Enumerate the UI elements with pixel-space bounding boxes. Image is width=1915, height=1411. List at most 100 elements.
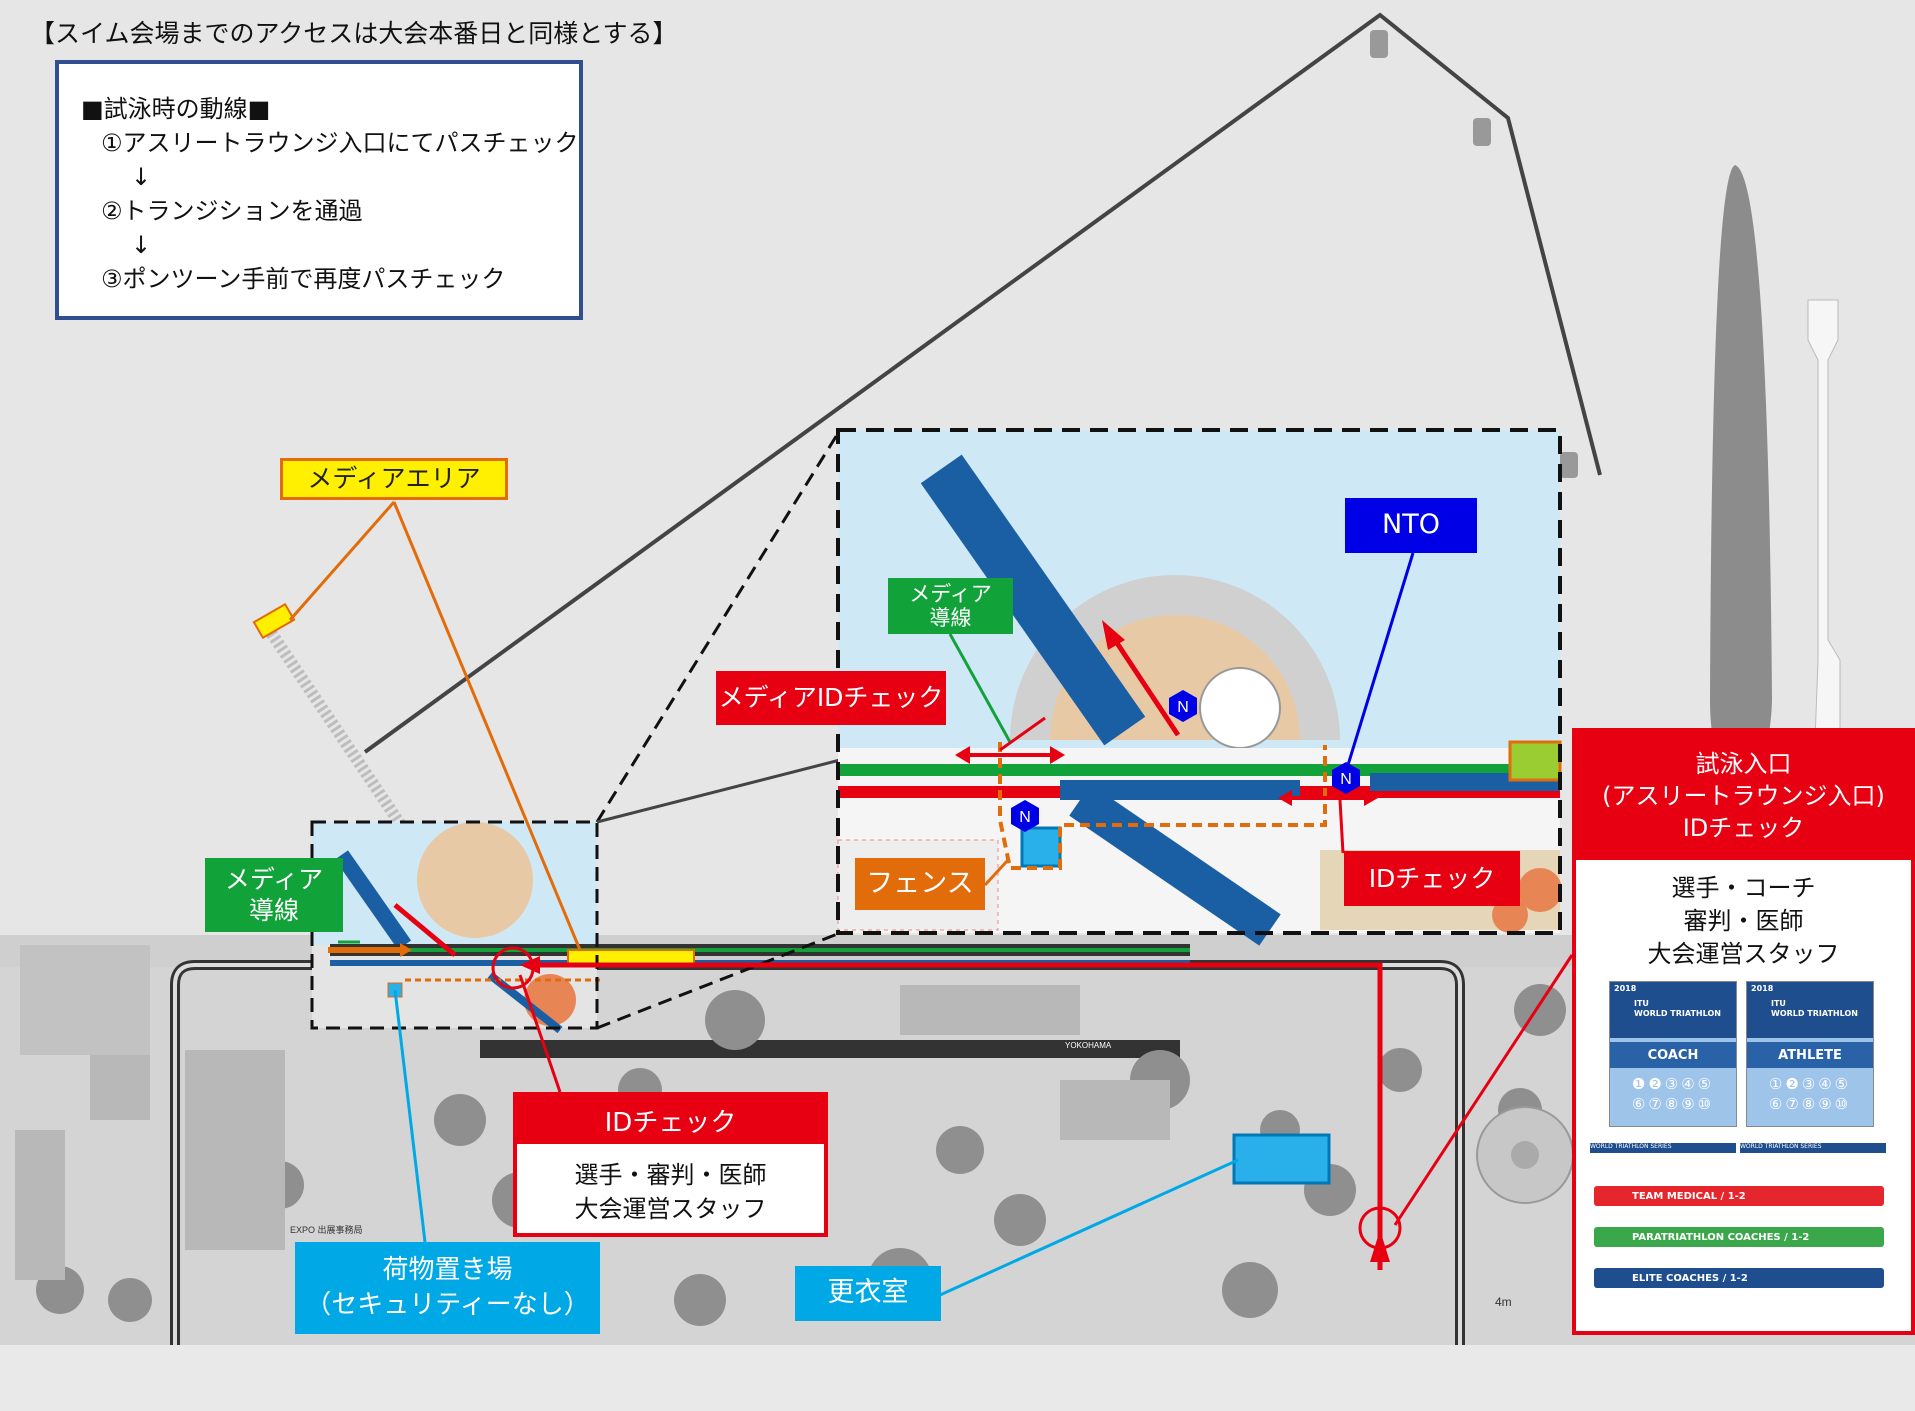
credential-series: ITU: [1634, 999, 1649, 1008]
pier-edge-line: [596, 758, 841, 824]
entry-arrow: [1112, 638, 1181, 737]
fence-label: フェンス: [855, 858, 985, 910]
building-block: [15, 985, 1170, 1280]
nto-marker-label: N: [1340, 771, 1352, 788]
leader-line: [948, 633, 1012, 743]
small-inset-frame: [310, 820, 599, 1030]
arrowhead-left: [1278, 790, 1292, 806]
nto-marker-label: N: [1019, 809, 1031, 826]
trial-swim-route-box: ■試泳時の動線■ ①アスリートラウンジ入口にてパスチェック ↓ ②トランジション…: [55, 60, 583, 320]
down-arrow-icon: ↓: [131, 231, 152, 259]
credential-year: 2018: [1751, 984, 1774, 993]
route-step-3: ③ポンツーン手前で再度パスチェック: [101, 265, 506, 293]
media-route-label-small: メディア 導線: [205, 858, 343, 932]
wristband-strip-text: WORLD TRIATHLON SERIES: [1590, 1143, 1736, 1153]
coach-access-numbers: ❶❷③④⑤ ⑥⑦⑧⑨⑩: [1631, 1075, 1715, 1113]
leader-line: [518, 974, 562, 1093]
leader-line: [999, 716, 1046, 752]
leader-line: [983, 858, 1010, 887]
fence-arrowhead: [400, 943, 412, 957]
arrowhead-right: [1050, 746, 1065, 764]
access-note: 【スイム会場までのアクセスは大会本番日と同様とする】: [30, 19, 678, 48]
nto-marker-hexagon: [1169, 690, 1197, 722]
arrowhead-left: [955, 746, 970, 764]
athlete-route-line: [393, 903, 457, 957]
down-arrow-icon: ↓: [131, 163, 152, 191]
athlete-access-numbers: ①❷③④⑤ ⑥⑦⑧⑨⑩: [1768, 1075, 1852, 1113]
pontoon-ramp: [920, 454, 1146, 746]
trial-entrance-check: IDチェック: [1682, 814, 1805, 842]
bollard: [1560, 452, 1578, 478]
baggage-marker-large: [1020, 826, 1062, 868]
dark-road: [480, 1040, 1180, 1058]
media-area-marker: [252, 602, 296, 640]
lower-ramp: [1069, 784, 1281, 946]
bollard: [1473, 118, 1491, 146]
route-box-title: ■試泳時の動線■: [81, 95, 271, 123]
leader-line: [392, 501, 582, 951]
bollard: [1370, 30, 1388, 58]
leader-line: [288, 501, 396, 621]
paratriathlon-coaches-wristband: PARATRIATHLON COACHES / 1-2: [1594, 1227, 1884, 1247]
baggage-area-label: 荷物置き場 （セキュリティーなし）: [295, 1242, 600, 1334]
leader-line: [939, 1158, 1239, 1297]
coach-role-label: COACH: [1610, 1042, 1736, 1068]
athlete-route-line: [525, 962, 1383, 1270]
nto-marker-label: N: [1177, 699, 1189, 716]
media-stand: [1508, 740, 1562, 782]
id-check-label: IDチェック: [1344, 851, 1520, 906]
route-step-2: ②トランジションを通過: [101, 197, 363, 225]
trial-entrance-line: 審判・医師: [1683, 907, 1804, 935]
credential-series: ITU: [1771, 999, 1786, 1008]
leader-line: [1338, 799, 1345, 854]
changing-room-area: [1232, 1133, 1331, 1185]
media-id-check-label: メディアIDチェック: [716, 671, 946, 725]
entrance-check-point-circle: [1358, 1206, 1402, 1250]
venue-map: N N N YOKOHAMA EXPO 出展事務局 4m 【スイム会場までのアク…: [0, 12, 1915, 1345]
expo-sign: EXPO 出展事務局: [290, 1224, 363, 1235]
garden-flowers: [1492, 897, 1528, 933]
arrowhead-right: [1364, 790, 1378, 806]
credential-series: WORLD TRIATHLON: [1634, 1009, 1721, 1018]
id-check-box-line: 大会運営スタッフ: [574, 1195, 767, 1223]
wristband-strip-text: WORLD TRIATHLON SERIES: [1740, 1143, 1886, 1153]
leader-line: [1346, 552, 1415, 766]
small-plaza: [417, 822, 533, 938]
id-check-box-line: 選手・審判・医師: [574, 1161, 767, 1189]
trial-entrance-subtitle: (アスリートラウンジ入口): [1602, 782, 1885, 810]
moored-ship: [1710, 165, 1772, 775]
nto-marker-hexagon: [1011, 800, 1039, 832]
ladder-pontoon: [263, 624, 408, 832]
route-arrowhead: [520, 956, 540, 974]
wristband-strip: WORLD TRIATHLON SERIES WORLD TRIATHLON SE…: [1590, 1143, 1890, 1153]
garden-flowers: [1518, 868, 1562, 912]
elite-coaches-wristband: ELITE COACHES / 1-2: [1594, 1268, 1884, 1288]
nto-marker-hexagon: [1332, 762, 1360, 794]
nto-label: NTO: [1345, 498, 1477, 553]
leader-line: [1393, 954, 1574, 1226]
left-structure: [20, 945, 150, 1055]
id-check-box: IDチェック 選手・審判・医師 大会運営スタッフ: [513, 1092, 828, 1237]
credential-year: 2018: [1614, 984, 1637, 993]
route-step-1: ①アスリートラウンジ入口にてパスチェック: [101, 129, 579, 157]
fountain-center: [1511, 1141, 1539, 1169]
small-pontoon: [334, 850, 412, 950]
trial-entrance-title: 試泳入口: [1695, 750, 1792, 778]
athlete-role-label: ATHLETE: [1747, 1042, 1873, 1068]
id-check-box-header: IDチェック: [517, 1096, 824, 1144]
trial-entrance-header: 試泳入口 (アスリートラウンジ入口) IDチェック: [1576, 732, 1911, 860]
id-check-point-circle: [491, 946, 535, 990]
pier-outline: [363, 12, 1602, 754]
entry-arrowhead: [1102, 620, 1125, 650]
yokohama-sign: YOKOHAMA: [1065, 1041, 1112, 1050]
fence-line-large: [998, 742, 1327, 870]
credential-series: WORLD TRIATHLON: [1771, 1009, 1858, 1018]
media-area-label: メディアエリア: [280, 458, 508, 500]
scale-label: 4m: [1495, 1295, 1512, 1309]
small-media-area: [567, 949, 695, 965]
team-medical-wristband: TEAM MEDICAL / 1-2: [1594, 1186, 1884, 1206]
trial-entrance-box: 試泳入口 (アスリートラウンジ入口) IDチェック 選手・コーチ 審判・医師 大…: [1572, 728, 1915, 1335]
media-route-label-large: メディア 導線: [888, 578, 1013, 634]
